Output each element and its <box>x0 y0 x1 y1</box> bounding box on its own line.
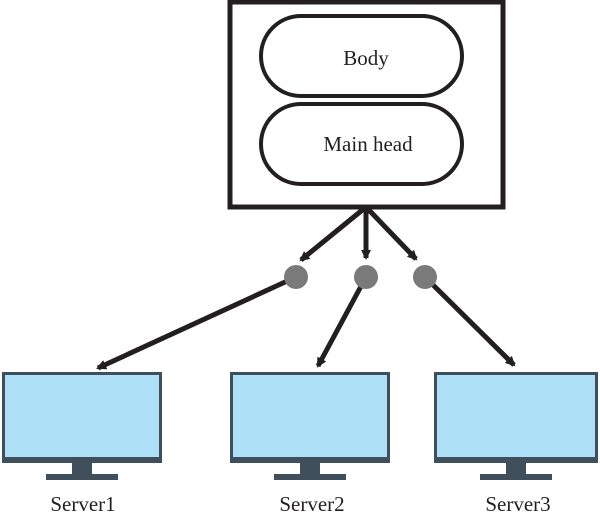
server-3: Server3 <box>434 372 598 516</box>
connectors <box>96 205 516 371</box>
monitor-icon <box>2 372 162 480</box>
junction-node-2 <box>354 265 378 289</box>
connector-to-junction-3 <box>364 205 418 261</box>
body-section-pill <box>259 14 464 98</box>
body-section: Body <box>259 14 464 98</box>
server-2: Server2 <box>230 372 390 516</box>
main-head-section-label: Main head <box>323 132 413 156</box>
connector-to-server3 <box>423 275 516 367</box>
monitor-icon <box>230 372 390 480</box>
junction-node-1 <box>284 265 308 289</box>
server-3-label: Server3 <box>485 492 550 516</box>
server-1-label: Server1 <box>50 492 115 516</box>
junction-nodes <box>284 265 437 289</box>
junction-node-3 <box>413 265 437 289</box>
connector-to-junction-1 <box>299 205 368 262</box>
connector-to-server2 <box>315 275 369 368</box>
main-head-section: Main head <box>259 102 464 186</box>
server-1: Server1 <box>2 372 162 516</box>
main-head-section-pill <box>259 102 464 186</box>
head-node: Body Main head <box>227 0 506 210</box>
monitor-icon <box>434 372 598 480</box>
body-section-label: Body <box>343 46 389 70</box>
server-2-label: Server2 <box>279 492 344 516</box>
connector-to-server1 <box>96 274 298 371</box>
